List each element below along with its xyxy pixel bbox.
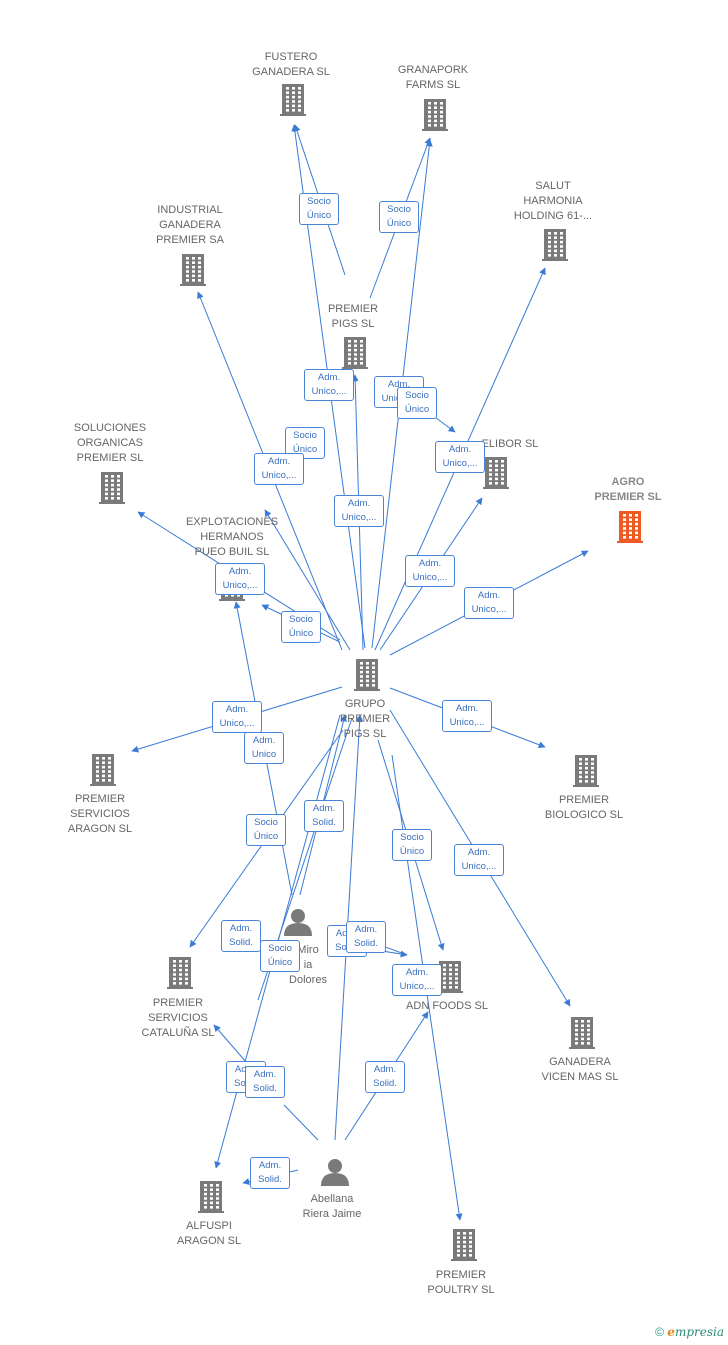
relation-label[interactable]: Socio Único	[281, 611, 321, 643]
focus-company-icon[interactable]	[617, 511, 643, 543]
node-layer	[90, 84, 643, 1261]
relation-label[interactable]: Adm. Solid.	[365, 1061, 405, 1093]
relation-label[interactable]: Socio Único	[397, 387, 437, 419]
person-icon[interactable]	[284, 909, 312, 936]
node-label-fustero[interactable]: FUSTERO GANADERA SL	[252, 51, 330, 78]
company-icon[interactable]	[542, 229, 568, 261]
person-icon[interactable]	[321, 1159, 349, 1186]
node-label-elibor[interactable]: ELIBOR SL	[481, 438, 539, 450]
node-label-servicios-aragon[interactable]: PREMIER SERVICIOS ARAGON SL	[67, 793, 133, 835]
node-label-agro[interactable]: AGRO PREMIER SL	[594, 476, 662, 503]
relation-label[interactable]: Adm. Unico,...	[435, 441, 485, 473]
relation-label[interactable]: Socio Único	[246, 814, 286, 846]
footer-brand: © empresia	[655, 1325, 724, 1339]
company-icon[interactable]	[451, 1229, 477, 1261]
relation-label[interactable]: Socio Único	[260, 940, 300, 972]
relation-edge	[264, 509, 351, 651]
node-label-poultry[interactable]: PREMIER POULTRY SL	[427, 1269, 495, 1296]
company-icon[interactable]	[354, 659, 380, 691]
relation-label[interactable]: Adm. Solid.	[346, 921, 386, 953]
node-label-servicios-cataluna[interactable]: PREMIER SERVICIOS CATALUÑA SL	[141, 997, 215, 1039]
brand-name: mpresia	[674, 1325, 724, 1339]
node-label-biologico[interactable]: PREMIER BIOLOGICO SL	[544, 794, 624, 821]
node-label-granapork[interactable]: GRANAPORK FARMS SL	[397, 64, 469, 91]
node-label-soluciones[interactable]: SOLUCIONES ORGANICAS PREMIER SL	[73, 422, 147, 464]
relation-label[interactable]: Adm. Unico,...	[405, 555, 455, 587]
copyright-symbol: ©	[655, 1325, 664, 1339]
relation-label[interactable]: Adm. Unico,...	[254, 453, 304, 485]
company-icon[interactable]	[167, 957, 193, 989]
company-icon[interactable]	[437, 961, 463, 993]
node-label-abellana[interactable]: Abellana Riera Jaime	[302, 1193, 362, 1220]
company-icon[interactable]	[198, 1181, 224, 1213]
relation-label[interactable]: Adm. Solid.	[304, 800, 344, 832]
company-icon[interactable]	[569, 1017, 595, 1049]
relation-label[interactable]: Socio Único	[299, 193, 339, 225]
relation-label[interactable]: Adm. Unico,...	[454, 844, 504, 876]
relation-label[interactable]: Adm. Solid.	[221, 920, 261, 952]
relation-label[interactable]: Adm. Solid.	[250, 1157, 290, 1189]
node-label-grupo[interactable]: GRUPO PREMIER PIGS SL	[339, 698, 391, 740]
relation-edge	[283, 1104, 319, 1141]
company-icon[interactable]	[90, 754, 116, 786]
relation-label[interactable]: Adm. Unico,...	[464, 587, 514, 619]
node-label-industrial[interactable]: INDUSTRIAL GANADERA PREMIER SA	[156, 204, 224, 246]
company-icon[interactable]	[342, 337, 368, 369]
node-label-adn[interactable]: ADN FOODS SL	[406, 1000, 488, 1012]
company-icon[interactable]	[422, 99, 448, 131]
relation-label[interactable]: Socio Único	[392, 829, 432, 861]
relation-label[interactable]: Adm. Unico,...	[304, 369, 354, 401]
company-icon[interactable]	[180, 254, 206, 286]
relation-label[interactable]: Adm. Unico,...	[392, 964, 442, 996]
relation-label[interactable]: Adm. Unico,...	[212, 701, 262, 733]
node-label-salut[interactable]: SALUT HARMONIA HOLDING 61-...	[513, 180, 593, 222]
brand-logo[interactable]: empresia	[667, 1325, 724, 1339]
relation-label[interactable]: Socio Único	[379, 201, 419, 233]
company-icon[interactable]	[573, 755, 599, 787]
node-label-miro[interactable]: Miro ia Dolores	[289, 944, 327, 986]
node-label-explotaciones[interactable]: EXPLOTACIONES HERMANOS PUEO BUIL SL	[185, 516, 279, 558]
relation-label[interactable]: Adm. Unico,...	[442, 700, 492, 732]
node-label-alfuspi[interactable]: ALFUSPI ARAGON SL	[176, 1220, 242, 1247]
relation-label[interactable]: Adm. Unico,...	[334, 495, 384, 527]
company-icon[interactable]	[483, 457, 509, 489]
relation-label[interactable]: Adm. Solid.	[245, 1066, 285, 1098]
brand-initial: e	[667, 1325, 675, 1339]
node-label-vicen[interactable]: GANADERA VICEN MAS SL	[541, 1056, 619, 1083]
relation-label[interactable]: Adm. Unico,...	[215, 563, 265, 595]
company-icon[interactable]	[99, 472, 125, 504]
node-label-premier-pigs[interactable]: PREMIER PIGS SL	[327, 303, 379, 330]
company-icon[interactable]	[280, 84, 306, 116]
relation-label[interactable]: Adm. Unico	[244, 732, 284, 764]
